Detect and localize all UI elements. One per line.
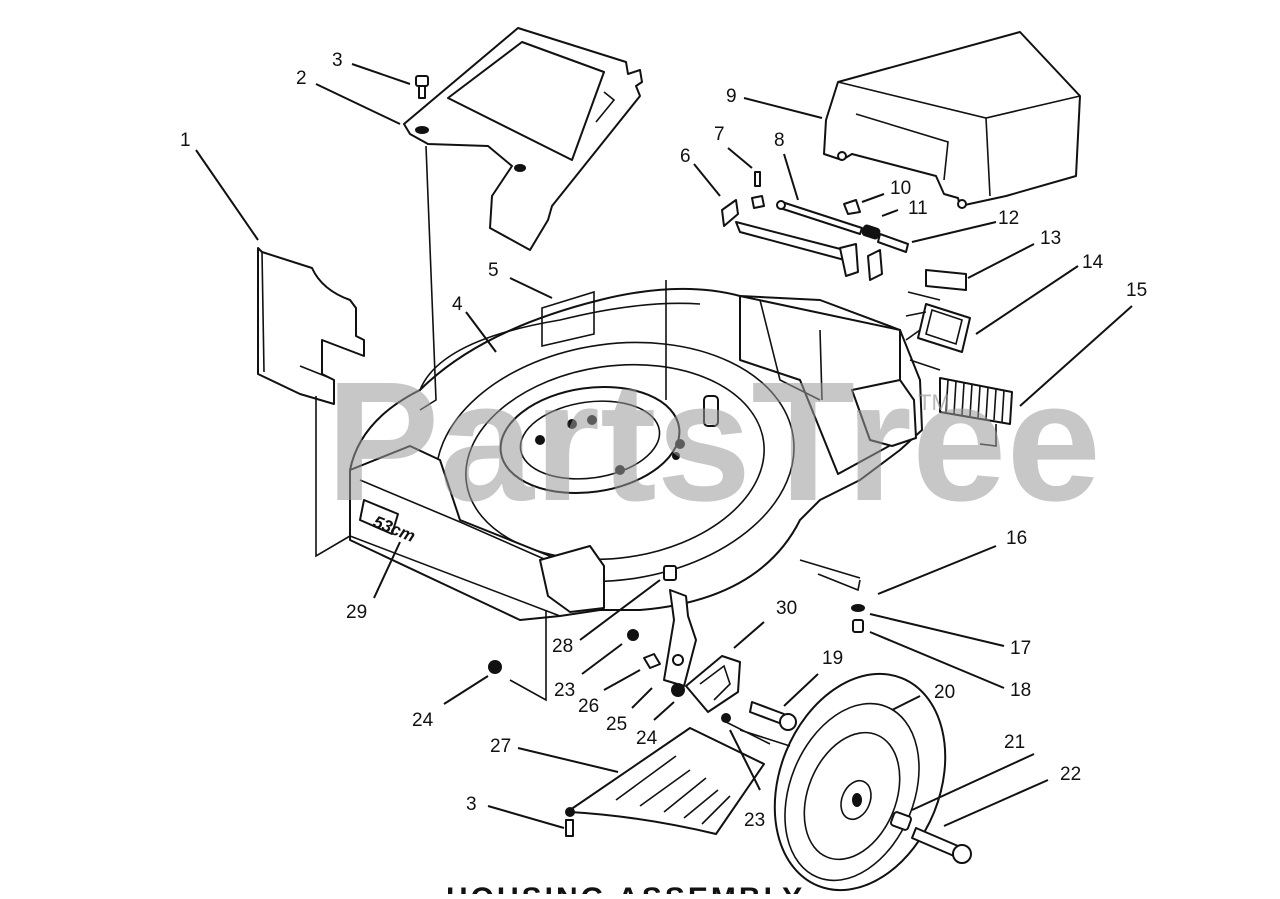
callout-13: 13: [1040, 228, 1061, 249]
callout-24-right: 24: [636, 728, 658, 749]
part-14-gasket: [917, 303, 971, 353]
part-9-rear-cover: [823, 31, 1081, 209]
part-15-grille: [939, 377, 1013, 425]
part-22-wheel-bolt: [911, 827, 972, 864]
part-13-decal: [925, 269, 967, 291]
callout-14: 14: [1082, 252, 1104, 273]
part-28-30-height-adjuster: [627, 565, 741, 723]
callout-23-left: 23: [554, 680, 575, 701]
callout-27: 27: [490, 736, 511, 757]
part-2-top-cover: [403, 27, 643, 251]
callout-16: 16: [1006, 528, 1027, 549]
callout-15: 15: [1126, 280, 1147, 301]
callout-8: 8: [774, 130, 785, 151]
callout-3-bottom: 3: [466, 794, 477, 815]
callout-10: 10: [890, 178, 911, 199]
part-6-12-bracket-assembly: [721, 171, 909, 281]
callout-19: 19: [822, 648, 843, 669]
part-16-18-fasteners: [817, 573, 865, 633]
part-5-decal: [541, 290, 595, 348]
trademark-symbol: TM: [918, 390, 950, 415]
callout-26: 26: [578, 696, 599, 717]
watermark: PartsTree: [326, 347, 1101, 537]
part-1-side-plate: [257, 247, 365, 405]
bottom-caption-cropped: HOUSING ASSEMBLY: [446, 882, 805, 894]
callout-2: 2: [296, 68, 307, 89]
part-24-nut: [488, 660, 502, 674]
reference-lines: [315, 145, 997, 747]
part-27-rear-flap: [565, 727, 765, 837]
callout-4: 4: [452, 294, 463, 315]
callout-3-top: 3: [332, 50, 343, 71]
callout-12: 12: [998, 208, 1019, 229]
callout-11: 11: [908, 198, 928, 219]
part-21-bushing: [889, 811, 913, 831]
callout-25: 25: [606, 714, 627, 735]
callout-23-right: 23: [744, 810, 765, 831]
callout-24-left: 24: [412, 710, 434, 731]
leader-lines: [195, 63, 1133, 829]
part-4-deck-housing: [349, 287, 923, 621]
callout-29: 29: [346, 602, 367, 623]
callout-28: 28: [552, 636, 573, 657]
callout-5: 5: [488, 260, 499, 281]
callout-20: 20: [934, 682, 955, 703]
callout-1: 1: [180, 130, 191, 151]
callout-21: 21: [1004, 732, 1025, 753]
callout-17: 17: [1010, 638, 1031, 659]
callout-18: 18: [1010, 680, 1031, 701]
callout-6: 6: [680, 146, 691, 167]
part-20-wheel: [773, 672, 947, 892]
part-3-bolt: [415, 75, 429, 99]
callout-22: 22: [1060, 764, 1081, 785]
callout-9: 9: [726, 86, 737, 107]
part-19-axle-bolt: [749, 701, 797, 731]
callout-7: 7: [714, 124, 725, 145]
callout-30: 30: [776, 598, 797, 619]
